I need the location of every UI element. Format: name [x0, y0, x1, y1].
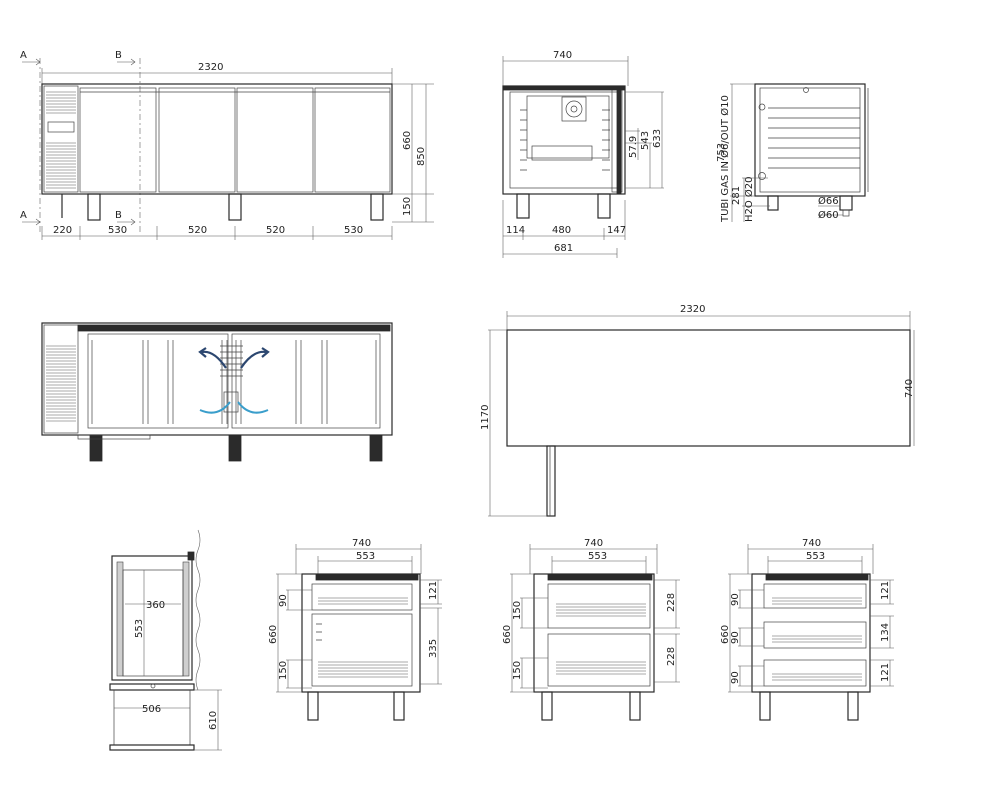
plan-depth-right: 740: [904, 379, 915, 398]
drawer1-left-1: 150: [278, 661, 289, 680]
front-seg-2: 530: [108, 225, 127, 236]
side-width-top: 740: [553, 50, 572, 61]
airflow-return-left-arrow: [199, 401, 231, 414]
side-width-bottom: 681: [554, 243, 573, 254]
front-door-1: [79, 87, 157, 193]
drawer2-width: 740: [584, 538, 603, 549]
side-seg-left: 114: [506, 225, 525, 236]
front-height-total: 850: [416, 147, 427, 166]
drawer3-right-1: 134: [880, 623, 891, 642]
section-b-inner-width: 360: [146, 600, 165, 611]
side-section-view: 740 57.9 543 633 114 480 147 681: [502, 50, 664, 258]
section-b-body: [111, 555, 193, 681]
front-height-legs: 150: [402, 197, 413, 216]
drawer-view-3: 740 553 660 90 90 90 121 134 121: [720, 538, 894, 721]
drawer2-height: 660: [502, 625, 513, 644]
drawer2-right-0: 228: [666, 593, 677, 612]
back-pipe-label: TUBI GAS IN Ø6/OUT Ø10: [719, 95, 731, 223]
drawer3-height: 660: [720, 625, 731, 644]
section-b-drawer-runner: [109, 683, 195, 691]
front-elevation-view: A B A B 2320: [20, 50, 434, 240]
front-seg-1: 220: [53, 225, 72, 236]
side-evaporator: [526, 95, 610, 159]
drawer2-left-0: 150: [512, 601, 523, 620]
fan-icon: [565, 100, 583, 118]
front-height-top: 660: [402, 131, 413, 150]
front-vent-grille: [46, 91, 76, 189]
drawer1-inner: 553: [356, 551, 375, 562]
drawer1-height: 660: [268, 625, 279, 644]
front-cabinet-body: [41, 83, 393, 195]
section-b-inner-height: 553: [134, 619, 145, 638]
front-door-4: [314, 87, 391, 193]
drawer3-right-0: 121: [880, 581, 891, 600]
drawer1-width: 740: [352, 538, 371, 549]
back-cabinet-body: [754, 83, 866, 197]
drawer1-right-1: 335: [428, 639, 439, 658]
plan-top-outline: [506, 329, 911, 447]
drawer3-width: 740: [802, 538, 821, 549]
section-mark-b-top: B: [115, 50, 122, 61]
airflow-right-arrow: [240, 350, 267, 369]
drawer3-left-0: 90: [730, 593, 741, 606]
front-seg-3: 520: [188, 225, 207, 236]
side-seg-mid: 480: [552, 225, 571, 236]
section-mark-a-top: A: [20, 50, 27, 61]
side-seg-right: 147: [607, 225, 626, 236]
side-dim-c: 633: [652, 129, 663, 148]
plan-depth-left: 1170: [480, 405, 491, 430]
drawer1-left-0: 90: [278, 594, 289, 607]
plan-return-leg: [546, 445, 556, 517]
front-seg-4: 520: [266, 225, 285, 236]
drawer2-left-1: 150: [512, 661, 523, 680]
back-dia-60: Ø60: [818, 209, 839, 221]
drawer2-right-1: 228: [666, 647, 677, 666]
front-overall-width: 2320: [198, 62, 223, 73]
back-view: 753 TUBI GAS IN Ø6/OUT Ø10 281 H2O Ø20 Ø…: [716, 83, 869, 223]
drawer-view-1: 740 553 660 90 150 121 335: [268, 538, 442, 721]
back-dim-281: 281: [731, 186, 742, 205]
front-legs: [61, 193, 384, 221]
section-b-base-width: 506: [142, 704, 161, 715]
airflow-return-right-arrow: [237, 401, 269, 414]
drawer3-left-2: 90: [730, 671, 741, 684]
drawer3-right-2: 121: [880, 663, 891, 682]
drawer-view-2: 740 553 660 150 150 228 228: [502, 538, 680, 721]
section-mark-a-bottom: A: [20, 210, 27, 221]
drawer3-left-1: 90: [730, 631, 741, 644]
section-mark-b-bottom: B: [115, 210, 122, 221]
front-seg-5: 530: [344, 225, 363, 236]
back-water-label: H2O Ø20: [743, 176, 755, 222]
side-fan-unit: [561, 96, 587, 122]
plan-view: 2320 740 1170: [480, 304, 915, 517]
section-cabinet-body: [41, 322, 393, 436]
side-dim-a: 57.9: [628, 136, 639, 158]
front-door-3: [236, 87, 314, 193]
airflow-left-arrow: [201, 350, 227, 369]
section-b-base-height: 610: [208, 711, 219, 730]
drawer1-right-0: 121: [428, 581, 439, 600]
back-dia-66: Ø66: [818, 195, 839, 207]
side-dim-b: 543: [640, 131, 651, 150]
front-section-view: [41, 322, 393, 462]
section-b-view: 360 553 506 610: [109, 529, 222, 751]
plan-width: 2320: [680, 304, 705, 315]
drawer3-inner: 553: [806, 551, 825, 562]
front-door-2: [158, 87, 236, 193]
drawer2-inner: 553: [588, 551, 607, 562]
back-height: 753: [716, 143, 727, 162]
